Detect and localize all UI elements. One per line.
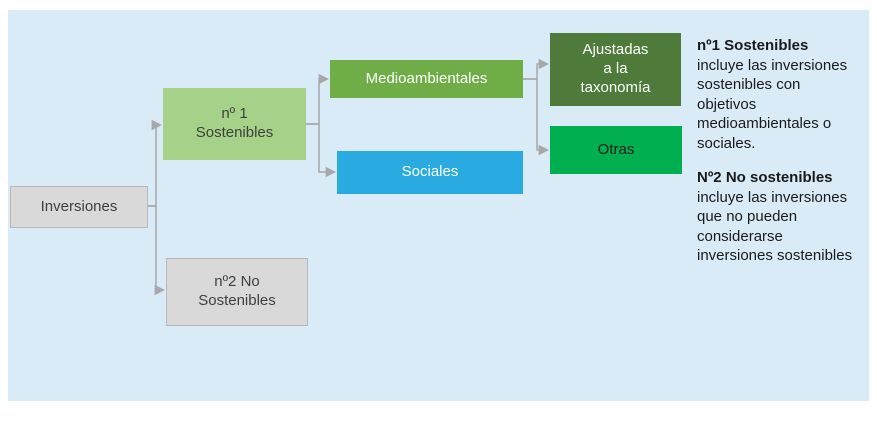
- node-ajustadas-taxonomia-label: Ajustadas a la taxonomía: [580, 41, 651, 96]
- node-sociales: Sociales: [337, 151, 523, 194]
- node-sostenibles: nº 1 Sostenibles: [163, 88, 306, 160]
- connector-inversiones-sostenibles: [146, 119, 163, 207]
- legend-text-block: nº1 Sostenibles incluye las inversiones …: [697, 36, 859, 281]
- node-ajustadas-taxonomia: Ajustadas a la taxonomía: [550, 33, 681, 106]
- node-sostenibles-label: nº 1 Sostenibles: [195, 105, 274, 141]
- connector-inversiones-no-sostenibles: [146, 205, 166, 296]
- node-medioambientales: Medioambientales: [330, 60, 523, 98]
- legend-item-sostenibles: nº1 Sostenibles incluye las inversiones …: [697, 36, 859, 153]
- legend-item-no-sostenibles: Nº2 No sostenibles incluye las inversion…: [697, 168, 859, 266]
- node-no-sostenibles-label: nº2 No Sostenibles: [198, 273, 276, 309]
- node-otras: Otras: [550, 126, 682, 174]
- connector-medioambientales-ajustadas: [523, 58, 550, 80]
- connector-sostenibles-sociales: [306, 123, 337, 178]
- node-medioambientales-label: Medioambientales: [365, 69, 488, 87]
- legend-item-sostenibles-title: nº1 Sostenibles: [697, 37, 809, 54]
- node-inversiones-label: Inversiones: [40, 197, 118, 215]
- node-sociales-label: Sociales: [401, 163, 459, 181]
- node-no-sostenibles: nº2 No Sostenibles: [166, 258, 308, 326]
- connector-sostenibles-medioambientales: [306, 73, 330, 125]
- legend-item-no-sostenibles-title: Nº2 No sostenibles: [697, 169, 833, 186]
- node-inversiones: Inversiones: [10, 186, 148, 228]
- connector-medioambientales-otras: [523, 78, 550, 156]
- node-otras-label: Otras: [597, 140, 635, 158]
- legend-item-sostenibles-body: incluye las inversiones sostenibles con …: [697, 56, 848, 152]
- legend-item-no-sostenibles-body: incluye las inversiones que no pueden co…: [697, 188, 853, 265]
